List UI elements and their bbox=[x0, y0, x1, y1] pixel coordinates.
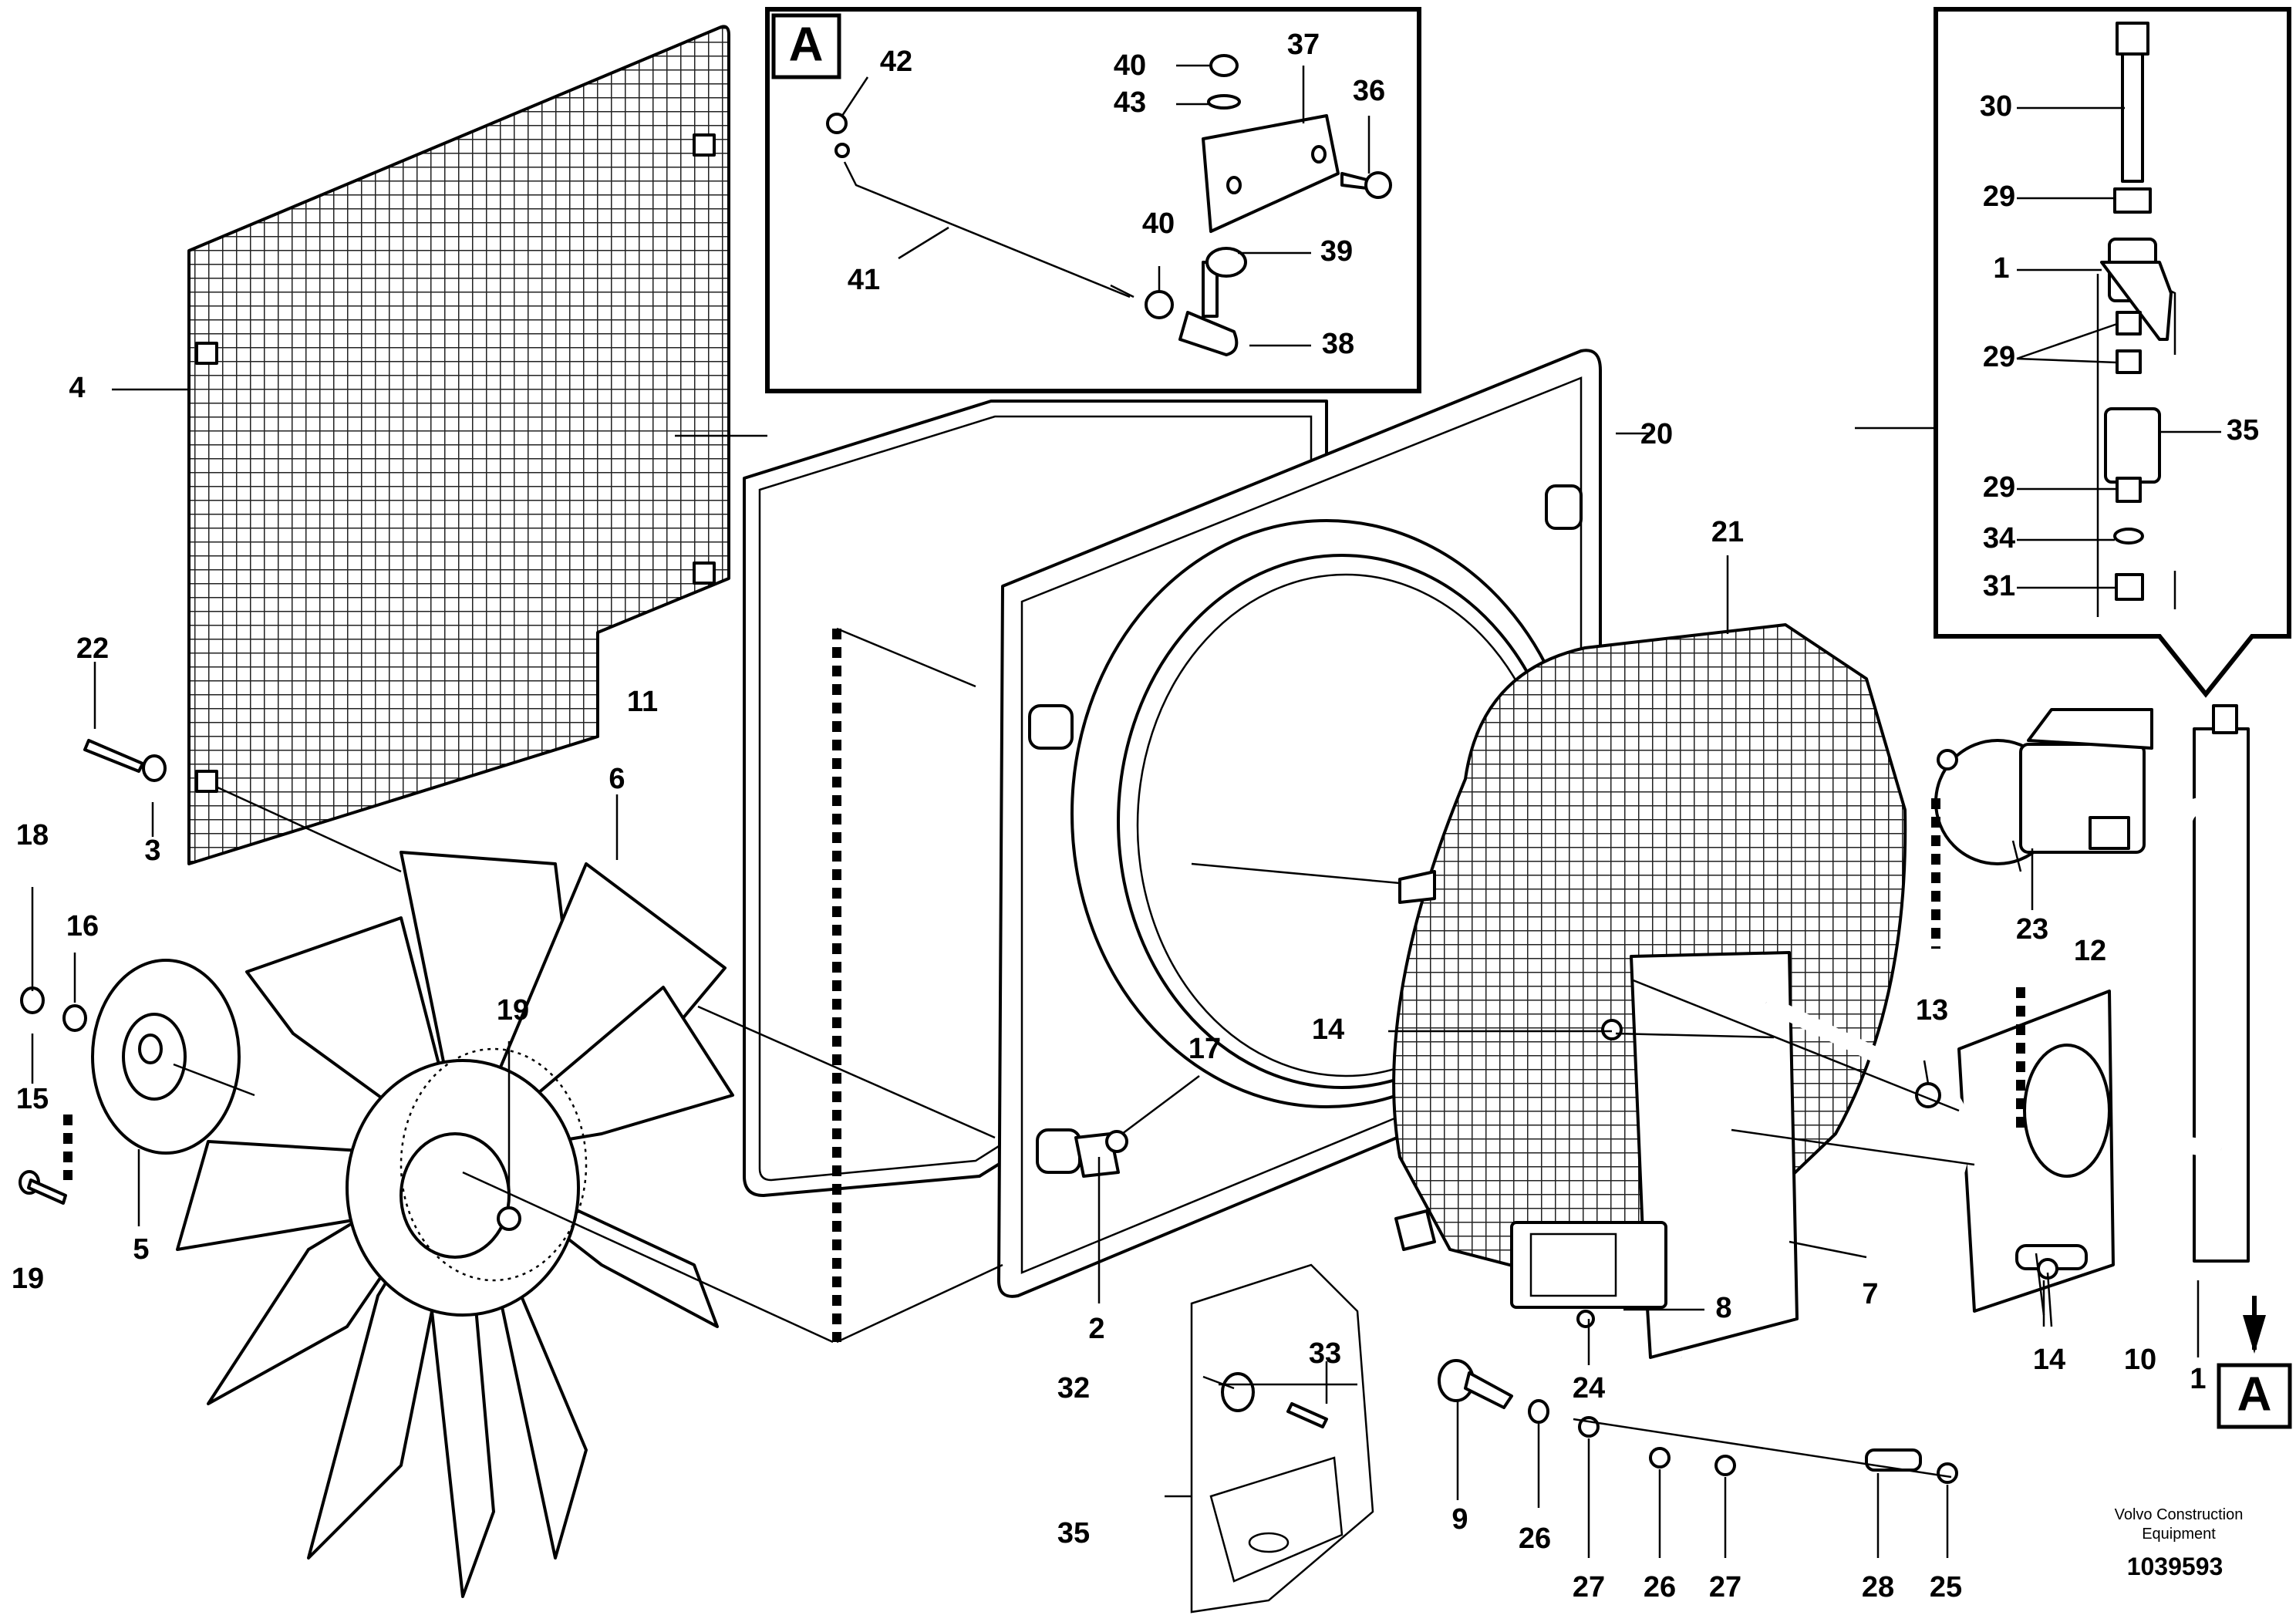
detail-hinge-box bbox=[1934, 7, 2291, 698]
callout-15: 15 bbox=[16, 1083, 49, 1115]
callout-11: 11 bbox=[627, 686, 658, 718]
callout-4: 4 bbox=[69, 372, 85, 404]
callout-32: 32 bbox=[1057, 1372, 1090, 1404]
lower-bracket bbox=[1190, 1263, 1374, 1614]
callout-19a: 19 bbox=[12, 1263, 44, 1295]
callout-27b: 27 bbox=[1709, 1571, 1741, 1603]
callout-14a: 14 bbox=[1312, 1013, 1344, 1046]
fasteners bbox=[19, 739, 2088, 1484]
callout-9: 9 bbox=[1451, 1503, 1468, 1536]
callout-2: 2 bbox=[1088, 1313, 1104, 1345]
callout-5: 5 bbox=[133, 1233, 149, 1266]
callout-6: 6 bbox=[609, 763, 625, 795]
callout-7: 7 bbox=[1862, 1278, 1878, 1310]
callout-10: 10 bbox=[2124, 1344, 2156, 1376]
callout-37: 37 bbox=[1287, 29, 1320, 61]
callout-22: 22 bbox=[76, 632, 109, 665]
callout-38: 38 bbox=[1322, 328, 1354, 360]
brand-line-2: Equipment bbox=[2142, 1526, 2216, 1543]
callout-8: 8 bbox=[1715, 1292, 1731, 1324]
callout-26a: 26 bbox=[1519, 1523, 1551, 1555]
callout-19b: 19 bbox=[497, 994, 529, 1027]
callout-39: 39 bbox=[1320, 235, 1353, 268]
leader-lines bbox=[31, 64, 2221, 1558]
fan-hub-plate bbox=[91, 959, 241, 1155]
hydraulic-motor bbox=[1934, 708, 2153, 865]
assembly-lines bbox=[173, 785, 1975, 1479]
callout-27a: 27 bbox=[1573, 1571, 1605, 1603]
brand-line-1: Volvo Construction bbox=[2115, 1506, 2244, 1523]
callout-31: 31 bbox=[1983, 570, 2015, 602]
callout-35-bottom: 35 bbox=[1057, 1517, 1090, 1549]
callout-24: 24 bbox=[1573, 1372, 1605, 1404]
callouts: 4 22 3 18 16 15 5 19 6 19 11 17 2 20 21 … bbox=[12, 29, 2259, 1603]
callout-18: 18 bbox=[16, 819, 49, 851]
callout-43: 43 bbox=[1114, 86, 1146, 119]
callout-1-detail: 1 bbox=[1993, 252, 2009, 285]
callout-29c: 29 bbox=[1983, 471, 2015, 504]
radiator-screen bbox=[187, 25, 730, 865]
callout-36: 36 bbox=[1353, 75, 1385, 107]
callout-21: 21 bbox=[1711, 516, 1744, 548]
side-bracket bbox=[1510, 951, 2115, 1403]
callout-12: 12 bbox=[2074, 935, 2106, 967]
callout-14b: 14 bbox=[2033, 1344, 2065, 1376]
callout-17: 17 bbox=[1188, 1033, 1221, 1065]
callout-29a: 29 bbox=[1983, 180, 2015, 213]
callout-41: 41 bbox=[848, 264, 880, 296]
callout-33: 33 bbox=[1309, 1337, 1341, 1370]
callout-23: 23 bbox=[2016, 913, 2048, 946]
callout-35-detail: 35 bbox=[2227, 414, 2259, 447]
callout-16: 16 bbox=[66, 910, 99, 943]
detail-a-reference-label: A bbox=[2237, 1367, 2272, 1421]
callout-30: 30 bbox=[1980, 90, 2012, 123]
callout-42: 42 bbox=[880, 46, 912, 78]
cooling-fan bbox=[176, 851, 734, 1598]
callout-25: 25 bbox=[1930, 1571, 1962, 1603]
callout-13: 13 bbox=[1916, 994, 1948, 1027]
detail-a-box: A bbox=[765, 7, 1421, 393]
callout-26b: 26 bbox=[1644, 1571, 1676, 1603]
callout-29b: 29 bbox=[1983, 341, 2015, 373]
callout-40a: 40 bbox=[1114, 49, 1146, 82]
callout-28: 28 bbox=[1862, 1571, 1894, 1603]
callout-34: 34 bbox=[1983, 522, 2015, 555]
footer: Volvo Construction Equipment 1039593 bbox=[2115, 1506, 2244, 1580]
callout-1-bottom: 1 bbox=[2190, 1363, 2206, 1395]
callout-20: 20 bbox=[1640, 418, 1673, 450]
detail-a-label: A bbox=[789, 18, 824, 71]
detail-a-reference: A bbox=[2217, 1296, 2292, 1429]
pipe-and-bracket bbox=[2104, 704, 2250, 1263]
callout-40b: 40 bbox=[1142, 207, 1175, 240]
document-number: 1039593 bbox=[2127, 1553, 2224, 1580]
callout-3: 3 bbox=[144, 835, 160, 867]
